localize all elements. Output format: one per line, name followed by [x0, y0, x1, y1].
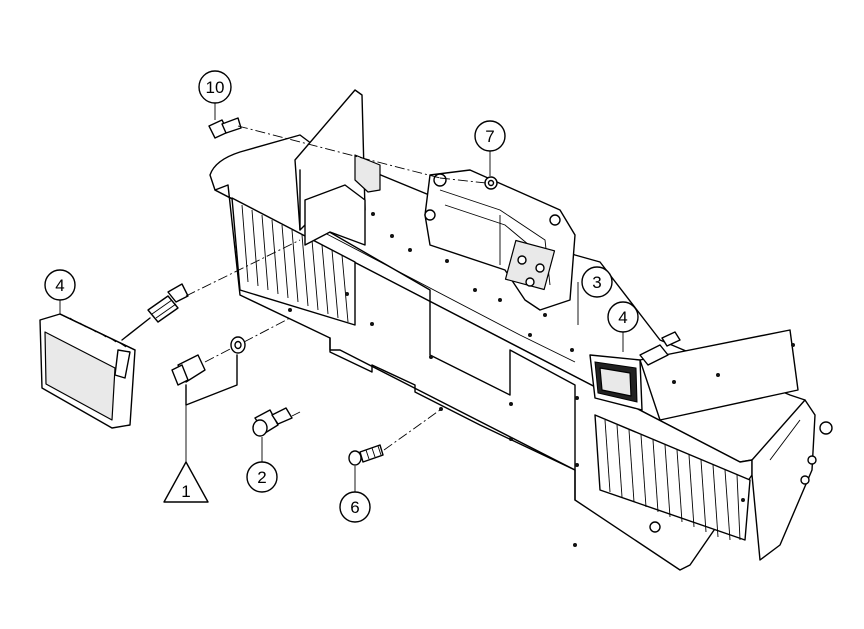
- callout-4-right: 4: [607, 301, 639, 333]
- elbow-fitting: [252, 407, 293, 437]
- callout-2: 2: [246, 461, 278, 493]
- callout-3-label: 3: [592, 273, 601, 292]
- callout-6: 6: [339, 491, 371, 523]
- left-grille: [231, 197, 356, 326]
- left-work-lamp: [39, 313, 136, 429]
- callout-10-label: 10: [206, 78, 225, 97]
- fitting-and-washer: [171, 336, 246, 386]
- leader-lines: [59, 103, 624, 492]
- right-grille: [594, 414, 751, 541]
- callout-2-label: 2: [257, 468, 266, 487]
- callout-4-right-label: 4: [618, 308, 627, 327]
- assembly-lines: [185, 125, 487, 451]
- side-bolts: [649, 421, 833, 533]
- callout-7: 7: [474, 120, 506, 152]
- callout-6-label: 6: [350, 498, 359, 517]
- callout-3: 3: [581, 266, 613, 298]
- callout-4-left: 4: [44, 269, 76, 301]
- bolt-6: [348, 444, 384, 466]
- callout-1-label: 1: [181, 482, 190, 501]
- bolt-10: [208, 117, 242, 139]
- callout-1-triangle: 1: [163, 461, 209, 503]
- nut-7: [484, 176, 498, 190]
- lamp-connector: [121, 283, 189, 341]
- right-work-lamp: [589, 331, 681, 411]
- callout-4-left-label: 4: [55, 276, 64, 295]
- callout-10: 10: [198, 70, 232, 104]
- main-panel-assembly: [209, 89, 833, 571]
- callout-7-label: 7: [485, 127, 494, 146]
- control-module: [424, 169, 576, 311]
